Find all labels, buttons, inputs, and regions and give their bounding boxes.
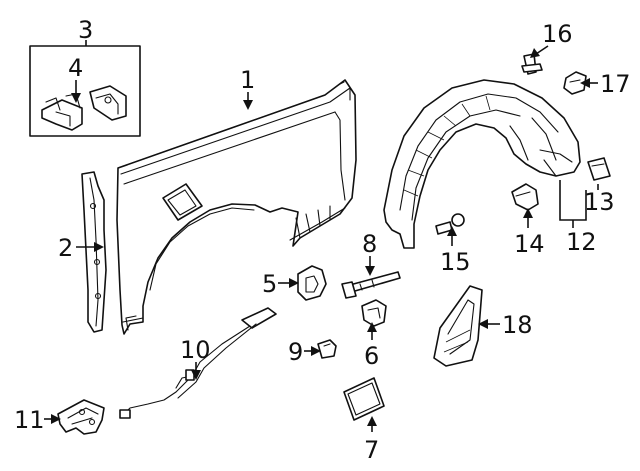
callout-5: 5: [262, 270, 277, 298]
bracket-kit-box: [29, 45, 141, 137]
bracket-right: [89, 85, 127, 121]
splash-shield: [433, 285, 483, 367]
callout-15: 15: [440, 248, 471, 276]
retainer: [511, 183, 539, 211]
callout-16: 16: [542, 20, 573, 48]
fuel-door-plate: [343, 377, 385, 421]
grommet-plug: [297, 265, 327, 301]
callout-18: 18: [502, 311, 533, 339]
wheelhouse-liner: [383, 79, 581, 249]
wiring-harness: [119, 307, 277, 419]
latch-clip: [361, 299, 387, 327]
bed-side-panel: [116, 79, 357, 335]
callout-10: 10: [180, 336, 211, 364]
callout-1: 1: [240, 66, 255, 94]
callout-2: 2: [58, 234, 73, 262]
callout-7: 7: [364, 436, 379, 464]
callout-17: 17: [600, 70, 631, 98]
callout-8: 8: [362, 230, 377, 258]
callout-12: 12: [566, 228, 597, 256]
bracket-assembly: [57, 399, 105, 435]
callout-13: 13: [584, 188, 615, 216]
bolt: [435, 213, 465, 235]
small-clip: [317, 339, 337, 359]
callout-11: 11: [14, 406, 45, 434]
push-clip: [563, 71, 587, 95]
leader-lines: [44, 40, 599, 432]
callout-3: 3: [78, 16, 93, 44]
clip-nut: [587, 157, 611, 181]
callout-6: 6: [364, 342, 379, 370]
bracket-left: [41, 93, 83, 131]
callout-4: 4: [68, 54, 83, 82]
callout-14: 14: [514, 230, 545, 258]
support-rod: [341, 271, 401, 299]
screw: [521, 53, 543, 75]
callout-labels: 1 2 3 4 5 6 7 8 9 10 11 12 13 14 15 16 1…: [14, 16, 631, 464]
callout-9: 9: [288, 338, 303, 366]
